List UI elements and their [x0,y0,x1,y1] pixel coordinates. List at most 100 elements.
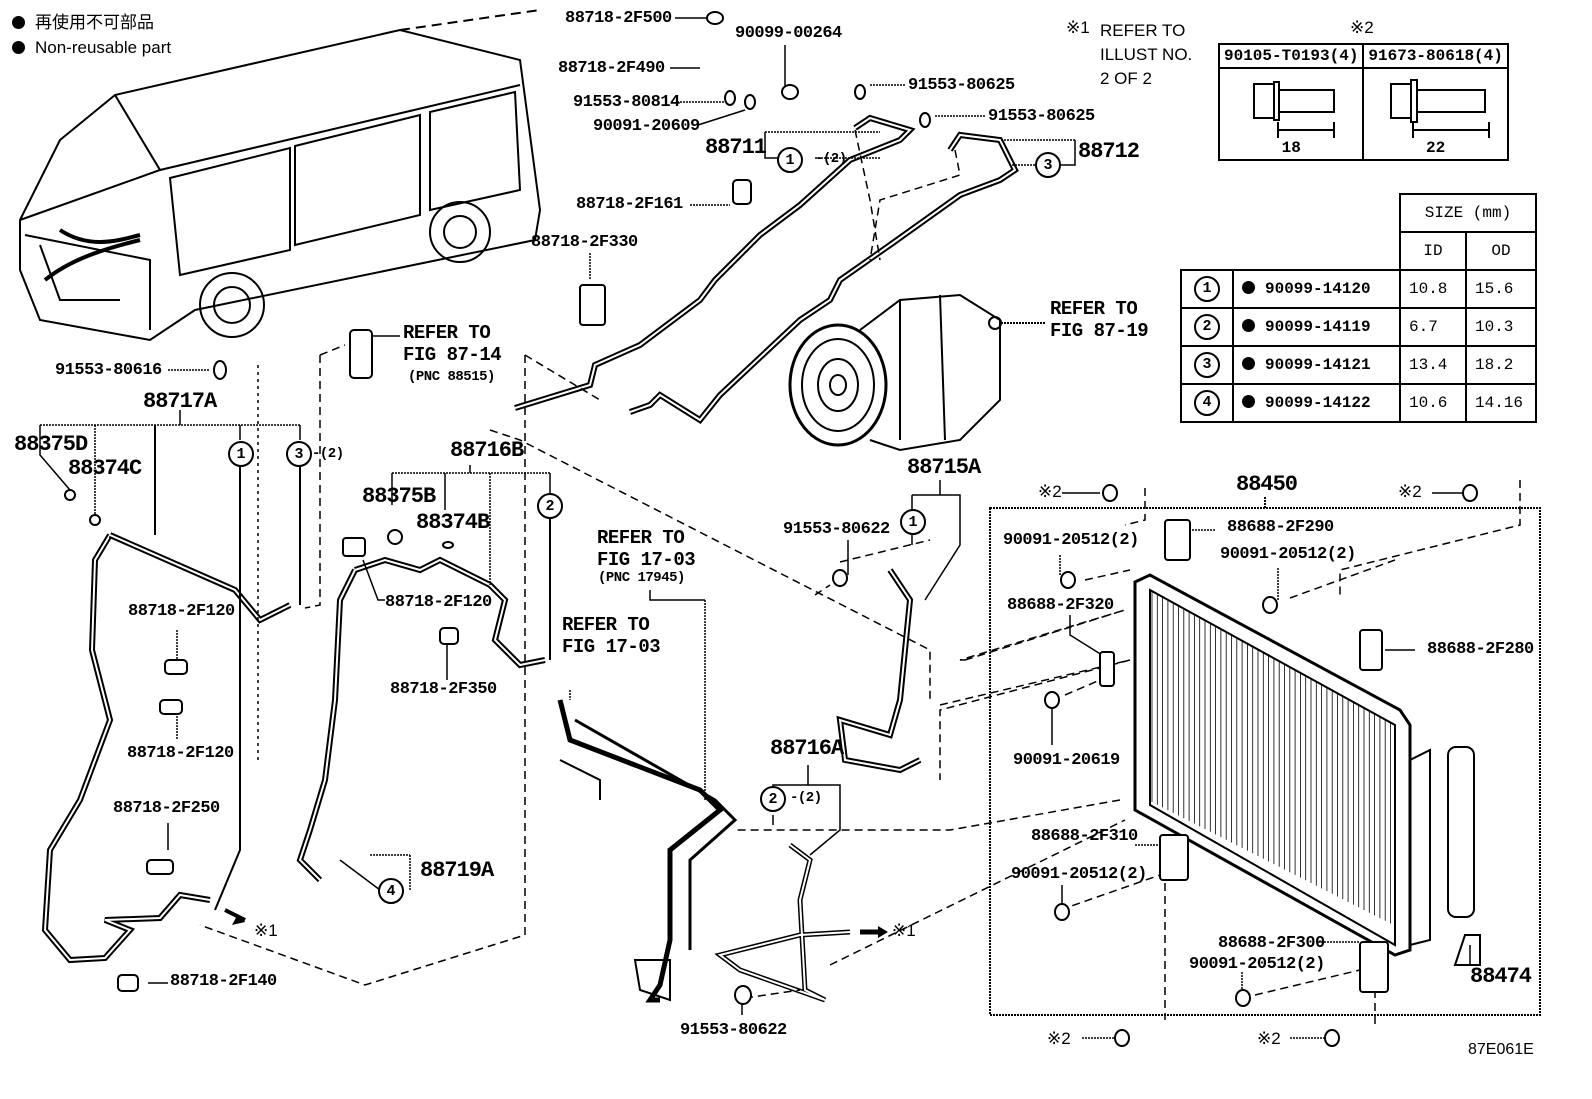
part-88711[interactable]: 88711 [705,135,767,160]
part-91553-80625-b[interactable]: 91553-80625 [988,107,1095,126]
part-88688-2F310[interactable]: 88688-2F310 [1031,827,1138,846]
refer-fig-17-03-b[interactable]: REFER TO FIG 17-03 [562,614,661,658]
refer-fig-17-03-a[interactable]: REFER TO FIG 17-03 [597,527,696,571]
part-88375D[interactable]: 88375D [14,432,88,457]
note2-ref[interactable]: ※2 [1398,482,1422,501]
callout-1: 1 [900,509,926,535]
bolt-part-1: 90105-T0193(4) [1217,43,1365,69]
size-header: SIZE (mm) [1399,193,1537,233]
table-row: 1 90099-14120 10.8 15.6 [1180,269,1537,309]
van-illustration [19,9,542,342]
part-88718-2F161[interactable]: 88718-2F161 [576,195,683,214]
non-reusable-dot-icon [1242,357,1255,370]
compressor-illustration [788,293,1045,452]
part-88719A[interactable]: 88719A [420,858,494,883]
part-88718-2F120-a[interactable]: 88718-2F120 [385,593,492,612]
part-88712[interactable]: 88712 [1078,139,1140,164]
part-88474[interactable]: 88474 [1470,964,1532,989]
callout-4: 4 [378,878,404,904]
callout-1: 1 [228,441,254,467]
part-91553-80622-a[interactable]: 91553-80622 [783,520,890,539]
part-90091-20512-c[interactable]: 90091-20512(2) [1011,865,1147,884]
part-91553-80814[interactable]: 91553-80814 [573,93,680,112]
legend-jp: 再使用不可部品 [12,10,171,35]
table-row: 3 90099-14121 13.4 18.2 [1180,345,1537,385]
part-90091-20609[interactable]: 90091-20609 [593,117,700,136]
part-90099-00264[interactable]: 90099-00264 [735,24,842,43]
refer-fig-87-19[interactable]: REFER TO FIG 87-19 [1050,298,1149,342]
note1-text: REFER TO ILLUST NO. 2 OF 2 [1100,21,1193,88]
refer-fig-87-14[interactable]: REFER TO FIG 87-14 [403,322,502,366]
part-91553-80625-a[interactable]: 91553-80625 [908,76,1015,95]
bolt-22-icon [1389,78,1490,138]
part-88374B[interactable]: 88374B [416,510,490,535]
part-90091-20619[interactable]: 90091-20619 [1013,751,1120,770]
note2-ref[interactable]: ※2 [1257,1029,1281,1048]
part-88715A[interactable]: 88715A [907,455,981,480]
non-reusable-dot-icon [1242,281,1255,294]
part-91553-80616[interactable]: 91553-80616 [55,361,162,380]
part-88717A[interactable]: 88717A [143,389,217,414]
part-90091-20512-b[interactable]: 90091-20512(2) [1220,545,1356,564]
note2-ref[interactable]: ※2 [1047,1029,1071,1048]
note1-mark: ※1 [1066,18,1090,37]
part-88718-2F250[interactable]: 88718-2F250 [113,799,220,818]
hose-88711 [514,114,916,411]
ref-circle: 3 [1194,352,1220,378]
note1-ref-right[interactable]: ※1 [892,921,916,940]
pnc-17945: (PNC 17945) [598,570,685,586]
bolt-length-1: 18 [1281,138,1301,157]
fasteners [64,11,1478,1047]
hose-88716A [714,843,851,1003]
bolt-part-2: 91673-80618(4) [1362,43,1509,69]
part-88688-2F290[interactable]: 88688-2F290 [1227,518,1334,537]
part-88374C[interactable]: 88374C [68,456,142,481]
part-88716B[interactable]: 88716B [450,438,524,463]
non-reusable-dot-icon [1242,395,1255,408]
part-91553-80622-b[interactable]: 91553-80622 [680,1021,787,1040]
callout-3: 3 [286,441,312,467]
od-value: 10.3 [1465,307,1537,347]
part-88718-2F120-c[interactable]: 88718-2F120 [127,744,234,763]
callout-2: 2 [537,493,563,519]
note1-ref-left[interactable]: ※1 [254,921,278,940]
part-88718-2F500[interactable]: 88718-2F500 [565,9,672,28]
pnc-88515: (PNC 88515) [408,369,495,385]
part-90091-20512-d[interactable]: 90091-20512(2) [1189,955,1325,974]
pipe-bracket-illustration [557,699,738,1003]
part-88375B[interactable]: 88375B [362,484,436,509]
arrow-to-note1-left [224,908,246,922]
callout-2: 2 [760,786,786,812]
bolt-table: 90105-T0193(4) 91673-80618(4) 18 22 [1217,43,1509,161]
condenser-illustration [1133,573,1481,966]
part-number: 90099-14121 [1265,356,1371,374]
part-88718-2F140[interactable]: 88718-2F140 [170,972,277,991]
callout-3: 3 [1035,152,1061,178]
od-value: 15.6 [1465,269,1537,309]
part-88450[interactable]: 88450 [1236,472,1298,497]
part-88718-2F330[interactable]: 88718-2F330 [531,233,638,252]
col-id: ID [1399,231,1467,271]
od-value: 14.16 [1465,383,1537,423]
part-88718-2F490[interactable]: 88718-2F490 [558,59,665,78]
condenser-group-frame [989,496,1541,1016]
hose-size-table: SIZE (mm) ID OD 1 90099-14120 10.8 15.6 … [1180,193,1537,423]
part-90091-20512-a[interactable]: 90091-20512(2) [1003,531,1139,550]
part-number: 90099-14122 [1265,394,1371,412]
part-number: 90099-14120 [1265,280,1371,298]
part-88688-2F280[interactable]: 88688-2F280 [1427,640,1534,659]
condenser-fins [1151,592,1391,924]
part-88688-2F300[interactable]: 88688-2F300 [1218,934,1325,953]
hose-88715A [836,568,922,774]
illustration-id: 87E061E [1468,1041,1534,1058]
part-88718-2F120-b[interactable]: 88718-2F120 [128,602,235,621]
part-88688-2F320[interactable]: 88688-2F320 [1007,596,1114,615]
table-row: 4 90099-14122 10.6 14.16 [1180,383,1537,423]
hose-88717A [41,532,292,964]
part-88716A[interactable]: 88716A [770,736,844,761]
leader-lines [39,17,1471,1039]
note2-mark: ※2 [1350,18,1374,37]
note2-ref[interactable]: ※2 [1038,482,1062,501]
part-88718-2F350[interactable]: 88718-2F350 [390,680,497,699]
ref-circle: 1 [1194,276,1220,302]
